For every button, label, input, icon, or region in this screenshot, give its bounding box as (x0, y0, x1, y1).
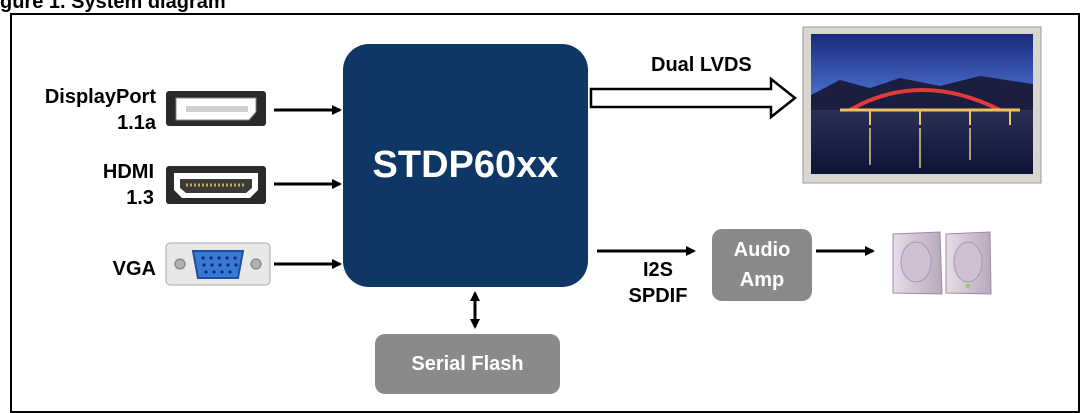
lvds-label: Dual LVDS (651, 54, 752, 76)
audio-output-line2: SPDIF (628, 285, 688, 307)
figure-title: gure 1. System diagram (0, 0, 226, 13)
audio-output-line1: I2S (642, 259, 674, 281)
chip-label: STDP60xx (372, 144, 559, 186)
hdmi-label-line2: 1.3 (126, 187, 154, 209)
lcd-panel-icon (802, 26, 1042, 184)
audio-amp-line1: Audio (733, 239, 791, 261)
serial-flash-block: Serial Flash (375, 334, 560, 394)
displayport-label-line1: DisplayPort (44, 86, 156, 108)
vga-label: VGA (112, 258, 156, 280)
audio-amp-line2: Amp (739, 269, 785, 291)
hdmi-label: HDMI 1.3 (103, 159, 154, 211)
vga-connector-icon (165, 242, 271, 286)
lvds-arrow (589, 76, 798, 120)
audio-amp-block: Audio Amp (712, 229, 812, 301)
hdmi-connector-icon (166, 166, 266, 204)
hdmi-label-line1: HDMI (102, 161, 154, 183)
stdp60xx-chip: STDP60xx (343, 44, 588, 287)
speakers-icon (892, 231, 992, 295)
displayport-label: DisplayPort 1.1a (45, 84, 156, 136)
displayport-connector-icon (166, 91, 266, 126)
audio-output-label: I2S SPDIF (620, 257, 696, 309)
displayport-label-line2: 1.1a (117, 112, 156, 134)
